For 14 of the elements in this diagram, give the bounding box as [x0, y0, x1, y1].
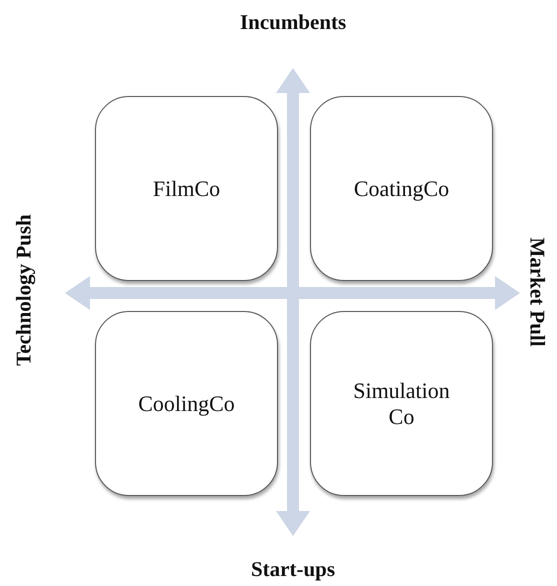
node-label: FilmCo [152, 176, 220, 202]
axis-label: Market Pull [524, 238, 550, 347]
node-label: Simulation Co [352, 378, 451, 429]
node-label: CoolingCo [138, 390, 235, 416]
axis-label: Start-ups [251, 557, 336, 582]
double-headed-arrow [65, 276, 520, 310]
node-label: CoatingCo [354, 176, 450, 202]
axis-label: Incumbents [240, 10, 346, 34]
rounded-box [310, 96, 493, 281]
rounded-box [95, 311, 278, 496]
rounded-box [310, 311, 493, 496]
double-headed-arrow [276, 68, 310, 536]
axis-label: Technology Push [12, 214, 36, 366]
rounded-box [95, 96, 278, 281]
